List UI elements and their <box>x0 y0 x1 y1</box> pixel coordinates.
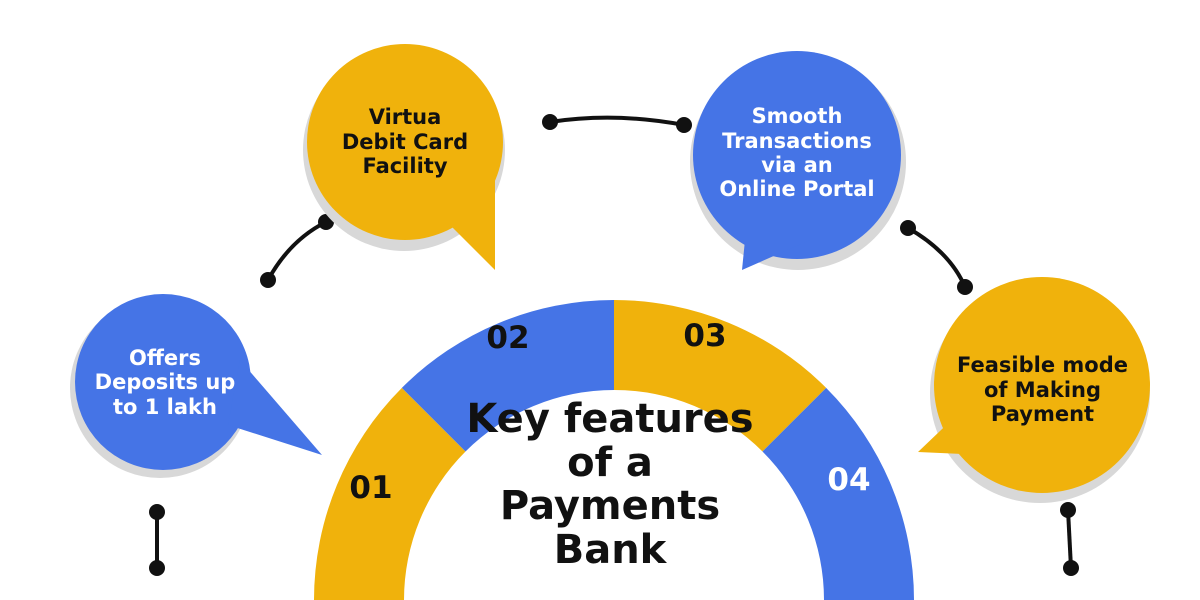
connector-dots <box>149 114 1079 576</box>
connector-03-04 <box>907 226 967 288</box>
connector-dot <box>149 504 165 520</box>
connector-02-03 <box>549 115 685 127</box>
connector-dot <box>149 560 165 576</box>
bubble-03-tail <box>742 240 810 270</box>
connector-dot <box>260 272 276 288</box>
segment-number-03: 03 <box>683 318 727 354</box>
ring-segment-04 <box>762 387 914 600</box>
connector-dot <box>1060 502 1076 518</box>
feature-ring <box>314 300 914 600</box>
bubble-01-tail <box>228 360 322 455</box>
bubble-02-tail <box>450 165 495 270</box>
bubble-04-circle <box>934 277 1150 493</box>
bubble-04-tail <box>918 410 985 455</box>
connector-dot <box>1063 560 1079 576</box>
segment-number-04: 04 <box>827 462 871 498</box>
segment-number-02: 02 <box>486 320 530 356</box>
bubble-02-text: Virtua Debit Card Facility <box>341 105 469 179</box>
segment-number-01: 01 <box>349 470 393 506</box>
connectors <box>155 115 1073 569</box>
ring-segment-01 <box>314 387 466 600</box>
connector-01-02 <box>266 220 327 281</box>
bubble-01-circle <box>75 294 251 470</box>
connector-04-bottom <box>1066 509 1073 569</box>
ring-segment-02 <box>401 300 614 452</box>
bubble-01-text: Offers Deposits up to 1 lakh <box>94 345 236 419</box>
bubble-04-text: Feasible mode of Making Payment <box>957 353 1128 427</box>
bubble-03-circle <box>693 51 901 259</box>
bubble-02 <box>303 44 505 270</box>
bubble-03-text: Smooth Transactions via an Online Portal <box>719 104 875 202</box>
center-title: Key features of a Payments Bank <box>466 396 754 573</box>
bubble-01 <box>70 294 322 478</box>
bubble-03 <box>690 51 906 270</box>
connector-dot <box>957 279 973 295</box>
bubble-04 <box>918 277 1150 503</box>
bubble-02-circle <box>307 44 503 240</box>
connector-dot <box>676 117 692 133</box>
connector-dot <box>900 220 916 236</box>
ring-segment-03 <box>614 300 827 452</box>
connector-dot <box>542 114 558 130</box>
